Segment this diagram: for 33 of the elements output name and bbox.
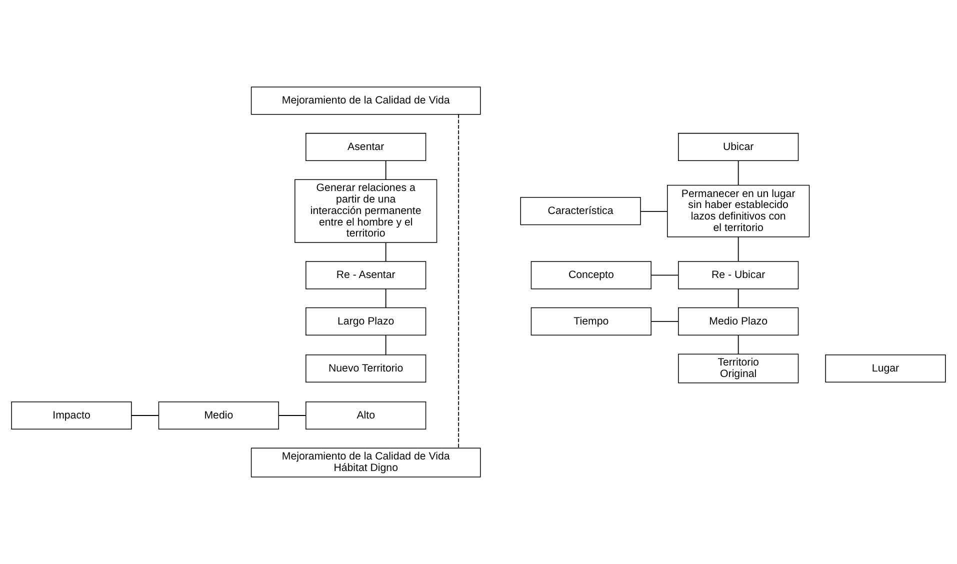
- node-box: Asentar: [306, 132, 426, 161]
- node-box: Ubicar: [678, 132, 799, 161]
- node-box: Impacto: [11, 401, 132, 430]
- connector: [650, 321, 679, 322]
- connector: [640, 211, 668, 212]
- node-box: Característica: [520, 197, 641, 226]
- node-box: Nuevo Territorio: [306, 354, 426, 383]
- connector: [385, 242, 386, 262]
- node-box: Permanecer en un lugar sin haber establecido lazos definitivos con el territorio: [667, 184, 810, 238]
- connector: [738, 236, 739, 262]
- node-box: Generar relaciones a partir de una interacción permanente entre el hombre y el territorio: [294, 179, 438, 243]
- connector: [738, 160, 739, 186]
- node-box: Concepto: [530, 261, 652, 290]
- connector: [738, 334, 739, 354]
- node-box: Mejoramiento de la Calidad de Vida: [250, 86, 481, 115]
- node-box: Territorio Original: [678, 354, 799, 384]
- connector: [385, 160, 386, 180]
- node-box: Lugar: [825, 354, 946, 383]
- node-box: Tiempo: [530, 307, 652, 336]
- connector: [650, 274, 679, 276]
- connector: [738, 288, 739, 308]
- node-box: Largo Plazo: [306, 307, 426, 336]
- node-box: Re - Ubicar: [678, 261, 799, 290]
- node-box: Re - Asentar: [306, 261, 426, 290]
- node-box: Alto: [306, 401, 426, 430]
- node-box: Mejoramiento de la Calidad de Vida Hábitat Digno: [250, 448, 481, 478]
- connector: [385, 288, 386, 308]
- connector: [458, 114, 460, 448]
- node-box: Medio: [158, 401, 279, 430]
- node-box: Medio Plazo: [678, 307, 799, 336]
- connector: [278, 415, 306, 416]
- connector: [131, 415, 159, 416]
- connector: [385, 334, 386, 356]
